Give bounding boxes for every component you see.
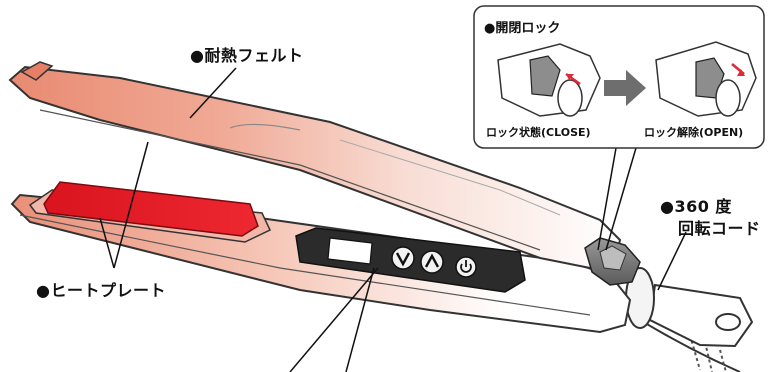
power-button[interactable] <box>456 257 476 277</box>
cord-callout: ●360 度 回転コード <box>660 196 761 240</box>
lcd-display <box>328 238 372 264</box>
felt-callout: ●耐熱フェルト <box>190 42 303 66</box>
temp-up-button[interactable] <box>421 251 443 273</box>
cord-callout-line1: ●360 度 <box>660 197 732 216</box>
cord-callout-line2: 回転コード <box>660 218 761 240</box>
temp-down-button[interactable] <box>392 247 414 269</box>
heat-plate-callout: ●ヒートプレート <box>36 277 166 301</box>
lock-inset-title: ●開閉ロック <box>484 17 560 36</box>
power-cord <box>626 268 752 372</box>
lock-close-caption: ロック状態(CLOSE) <box>486 124 591 140</box>
lock-open-caption: ロック解除(OPEN) <box>644 124 743 140</box>
